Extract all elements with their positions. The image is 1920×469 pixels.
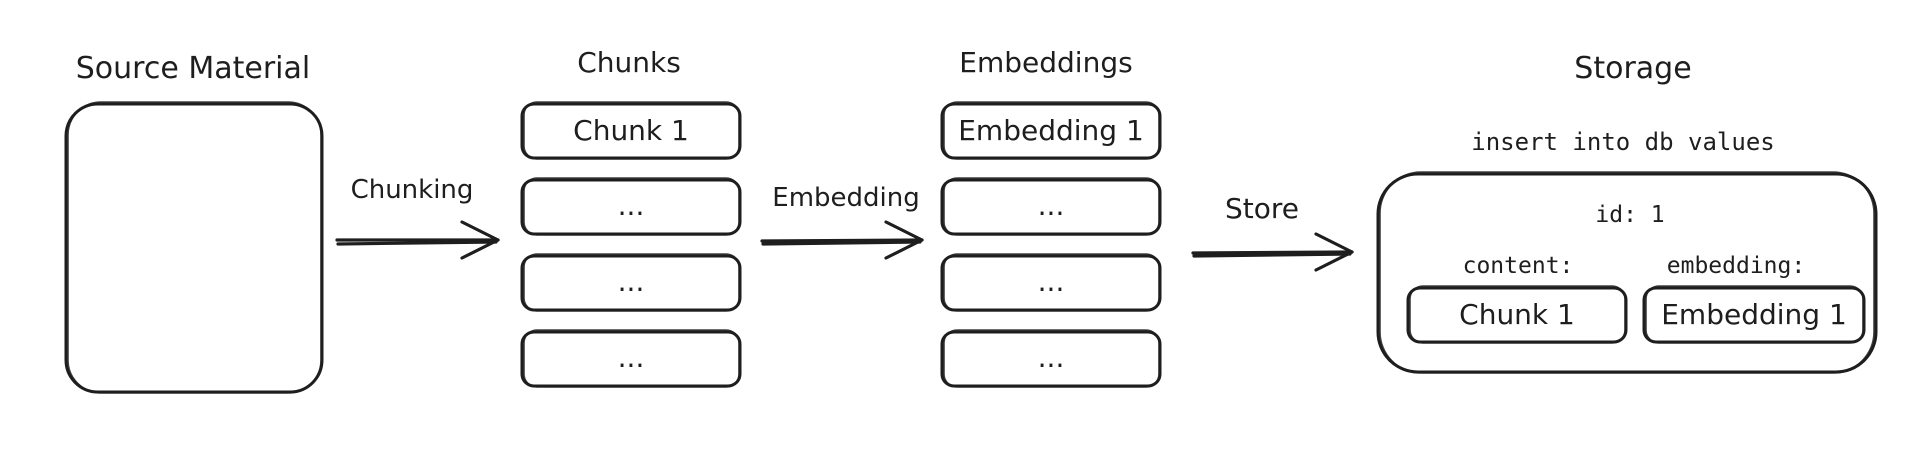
chunk-item-label: ...: [618, 341, 645, 374]
embeddings-title: Embeddings: [959, 46, 1132, 79]
embedding-field-label: embedding:: [1667, 253, 1805, 279]
embedding-item-label: ...: [1038, 189, 1065, 222]
embedding-item-label: ...: [1038, 341, 1065, 374]
chunk-item-label: ...: [618, 189, 645, 222]
content-field-label: content:: [1463, 253, 1574, 279]
content-value-text: Chunk 1: [1459, 298, 1575, 331]
store-arrow: [1191, 232, 1354, 272]
source-material-title: Source Material: [76, 51, 310, 86]
storage-title: Storage: [1574, 51, 1691, 86]
embedding-item: ...: [940, 329, 1162, 388]
chunk-item: ...: [520, 329, 742, 388]
insert-query-text: insert into db values: [1471, 128, 1774, 156]
embedding-item: ...: [940, 253, 1162, 312]
embedding-arrow: [760, 220, 924, 260]
chunking-label: Chunking: [351, 175, 474, 205]
embedding-value-box: Embedding 1: [1642, 285, 1866, 344]
embeddings-stack: Embedding 1 ... ... ...: [940, 101, 1162, 388]
record-id-text: id: 1: [1595, 202, 1664, 228]
chunking-arrow: [335, 220, 500, 260]
chunk-item: ...: [520, 177, 742, 236]
chunks-title: Chunks: [577, 46, 681, 79]
storage-record-box: id: 1 content: embedding: Chunk 1 Embedd…: [1376, 171, 1878, 374]
embedding-item: Embedding 1: [940, 101, 1162, 160]
chunk-item: Chunk 1: [520, 101, 742, 160]
store-label: Store: [1225, 192, 1299, 225]
embedding-item-label: ...: [1038, 265, 1065, 298]
chunks-stack: Chunk 1 ... ... ...: [520, 101, 742, 388]
embedding-value-text: Embedding 1: [1661, 298, 1847, 331]
source-material-box: [64, 101, 324, 394]
embedding-item-label: Embedding 1: [958, 114, 1144, 147]
chunk-item-label: Chunk 1: [573, 114, 689, 147]
embedding-label: Embedding: [772, 183, 919, 213]
embedding-item: ...: [940, 177, 1162, 236]
chunk-item-label: ...: [618, 265, 645, 298]
content-value-box: Chunk 1: [1406, 285, 1628, 344]
chunk-item: ...: [520, 253, 742, 312]
